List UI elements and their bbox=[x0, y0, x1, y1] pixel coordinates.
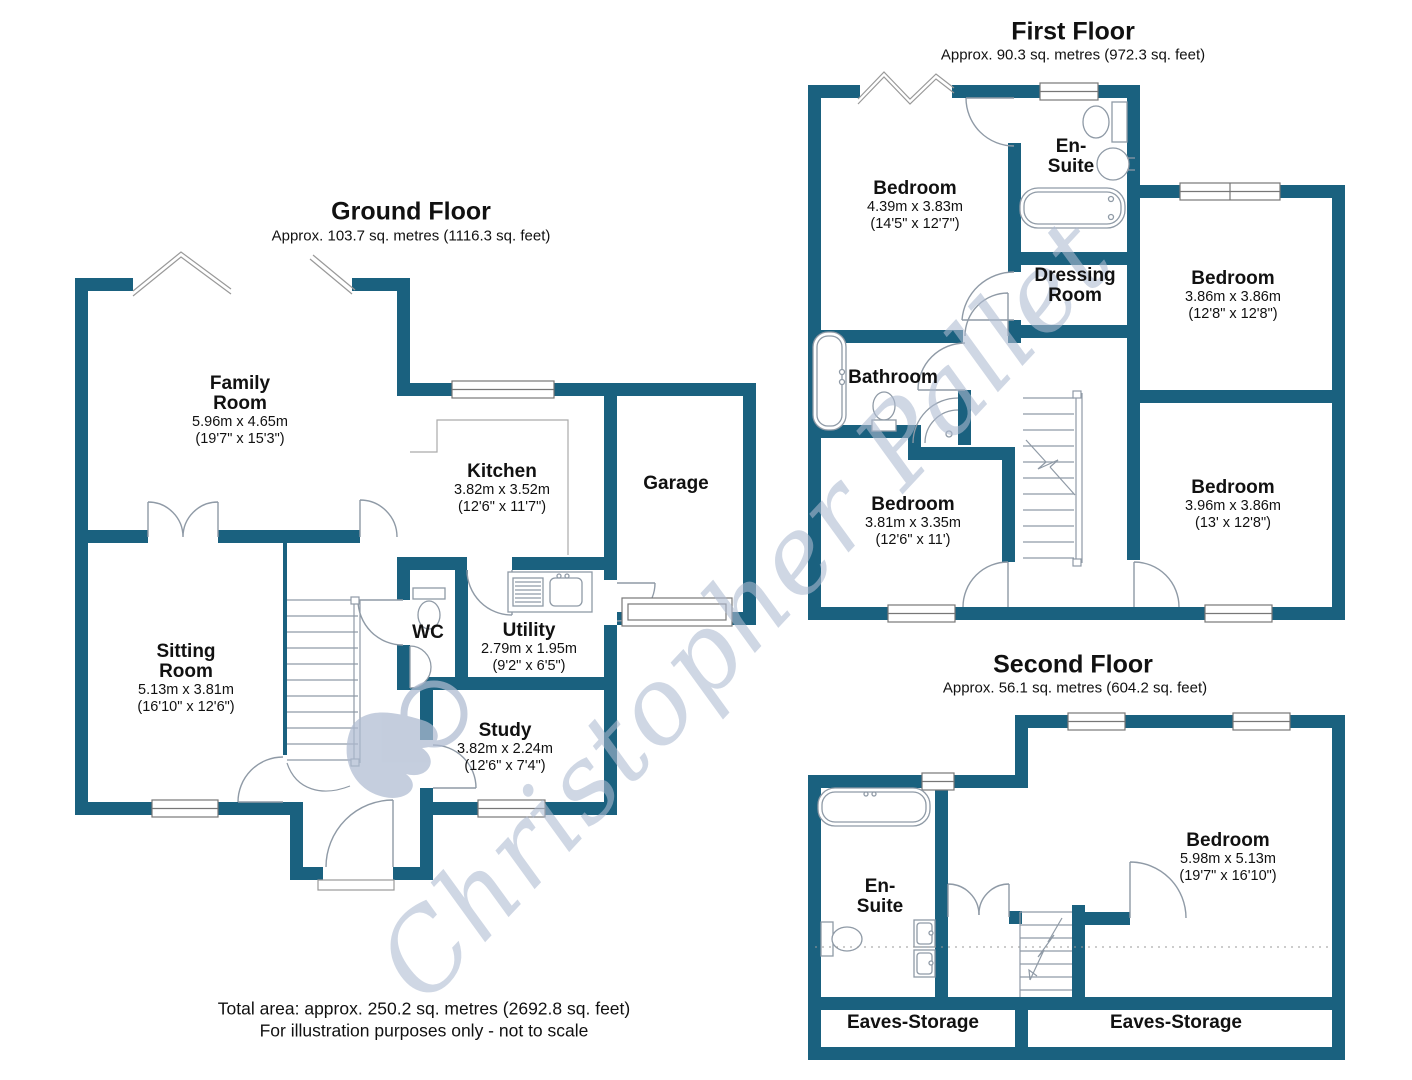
sink-icon bbox=[1096, 147, 1130, 181]
room-label-eaves-storage-right: Eaves-Storage bbox=[1109, 1012, 1243, 1034]
wall-opening-zigzag bbox=[132, 251, 569, 555]
ground-floor-plan bbox=[75, 251, 756, 891]
total-area-text: Total area: approx. 250.2 sq. metres (26… bbox=[217, 998, 631, 1019]
ground-floor-title: Ground Floor bbox=[331, 197, 491, 226]
room-label-family-room: Family Room 5.96m x 4.65m (19'7" x 15'3"… bbox=[192, 372, 288, 447]
second-ensuite-fixtures bbox=[817, 787, 936, 978]
ensuite-fixtures bbox=[1019, 101, 1135, 229]
wall-opening-zigzag-first bbox=[857, 71, 955, 105]
wc-fixtures bbox=[409, 587, 446, 689]
first-windows bbox=[887, 82, 1281, 623]
second-floor-subtitle: Approx. 56.1 sq. metres (604.2 sq. feet) bbox=[942, 679, 1208, 697]
utility-sink-icon bbox=[507, 571, 593, 613]
second-door-arcs bbox=[947, 861, 1187, 919]
room-label-bedroom-2: Bedroom 3.86m x 3.86m (12'8" x 12'8") bbox=[1185, 267, 1281, 322]
stairs-icon-first bbox=[1023, 390, 1083, 567]
front-step bbox=[317, 879, 395, 891]
ground-walls bbox=[75, 278, 756, 880]
toilet-icon bbox=[1111, 101, 1128, 143]
room-label-sitting-room: Sitting Room 5.13m x 3.81m (16'10" x 12'… bbox=[137, 640, 235, 715]
room-label-bedroom-3: Bedroom 3.81m x 3.35m (12'6" x 11') bbox=[865, 493, 961, 548]
second-floor-plan bbox=[808, 712, 1345, 1060]
first-floor-title: First Floor bbox=[1011, 17, 1135, 46]
garage-door bbox=[621, 597, 733, 627]
toilet-icon bbox=[820, 921, 834, 957]
toilet-icon bbox=[412, 587, 446, 600]
second-floor-title: Second Floor bbox=[993, 650, 1153, 679]
bathroom-fixtures bbox=[812, 331, 959, 444]
disclaimer-text: For illustration purposes only - not to … bbox=[259, 1020, 589, 1041]
first-door-arcs bbox=[917, 97, 1180, 608]
room-label-dressing-room: Dressing Room bbox=[1034, 265, 1116, 306]
room-label-bathroom: Bathroom bbox=[848, 367, 938, 389]
ground-windows bbox=[151, 380, 555, 818]
room-label-bedroom-second: Bedroom 5.98m x 5.13m (19'7" x 16'10") bbox=[1179, 829, 1277, 884]
watermark-logo bbox=[346, 680, 468, 798]
room-label-utility: Utility 2.79m x 1.95m (9'2" x 6'5") bbox=[481, 619, 577, 674]
room-label-study: Study 3.82m x 2.24m (12'6" x 7'4") bbox=[457, 719, 553, 774]
first-door-gaps bbox=[958, 98, 1021, 390]
room-label-ensuite-first: En-Suite bbox=[1047, 136, 1095, 177]
stairs-icon-second bbox=[1019, 911, 1072, 997]
room-label-garage: Garage bbox=[643, 473, 709, 495]
room-label-bedroom-1: Bedroom 4.39m x 3.83m (14'5" x 12'7") bbox=[867, 177, 963, 232]
room-label-bedroom-4: Bedroom 3.96m x 3.86m (13' x 12'8") bbox=[1185, 476, 1281, 531]
room-label-eaves-storage-left: Eaves-Storage bbox=[846, 1012, 980, 1034]
room-label-ensuite-second: En-Suite bbox=[856, 876, 904, 917]
second-windows bbox=[921, 712, 1291, 791]
room-label-kitchen: Kitchen 3.82m x 3.52m (12'6" x 11'7") bbox=[454, 460, 550, 515]
ground-door-gaps bbox=[283, 557, 617, 880]
toilet-icon bbox=[872, 391, 896, 421]
first-floor-subtitle: Approx. 90.3 sq. metres (972.3 sq. feet) bbox=[940, 46, 1206, 64]
shower-icon bbox=[912, 397, 959, 444]
ground-floor-subtitle: Approx. 103.7 sq. metres (1116.3 sq. fee… bbox=[271, 227, 551, 245]
first-floor-plan bbox=[808, 71, 1345, 623]
room-label-wc: WC bbox=[412, 622, 444, 644]
